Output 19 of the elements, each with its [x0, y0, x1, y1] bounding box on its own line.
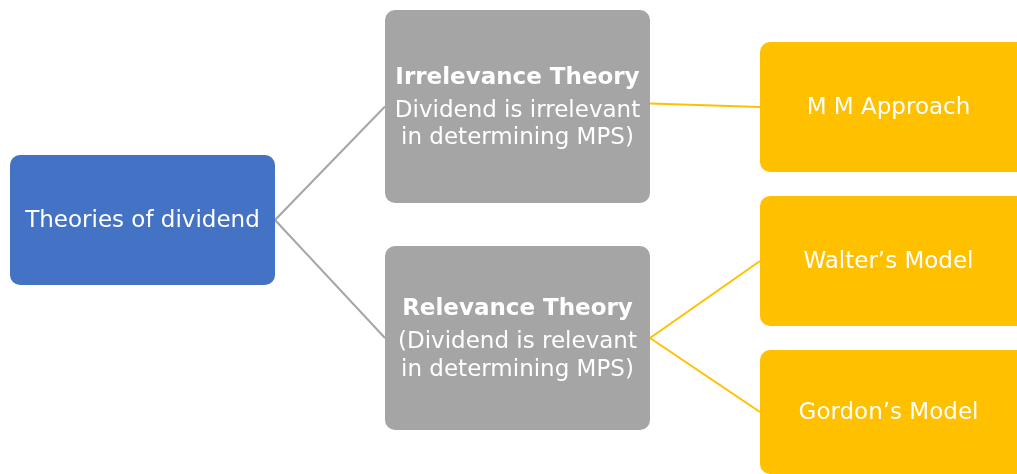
model-box: [760, 350, 1017, 474]
connector-line: [649, 102, 761, 108]
theory-box: [385, 10, 650, 203]
node-text: (Dividend is relevant in determining MPS): [397, 327, 638, 382]
node-text: M M Approach: [806, 93, 971, 121]
connector-line: [649, 260, 761, 339]
node-text: Theories of dividend: [25, 206, 260, 234]
connector-line: [274, 105, 386, 221]
node-text: Gordon’s Model: [798, 398, 979, 426]
node-text: Dividend is irrelevant in determining MPS): [393, 95, 642, 151]
connector-line: [649, 337, 761, 413]
model-box: [760, 196, 1017, 326]
theory-box: [385, 246, 650, 430]
node-heading: Irrelevance Theory: [395, 62, 640, 90]
node-text: Walter’s Model: [803, 247, 974, 275]
model-box: [760, 42, 1017, 172]
node-heading: Relevance Theory: [402, 294, 633, 322]
connector-line: [274, 219, 386, 339]
root-box: [10, 155, 275, 285]
